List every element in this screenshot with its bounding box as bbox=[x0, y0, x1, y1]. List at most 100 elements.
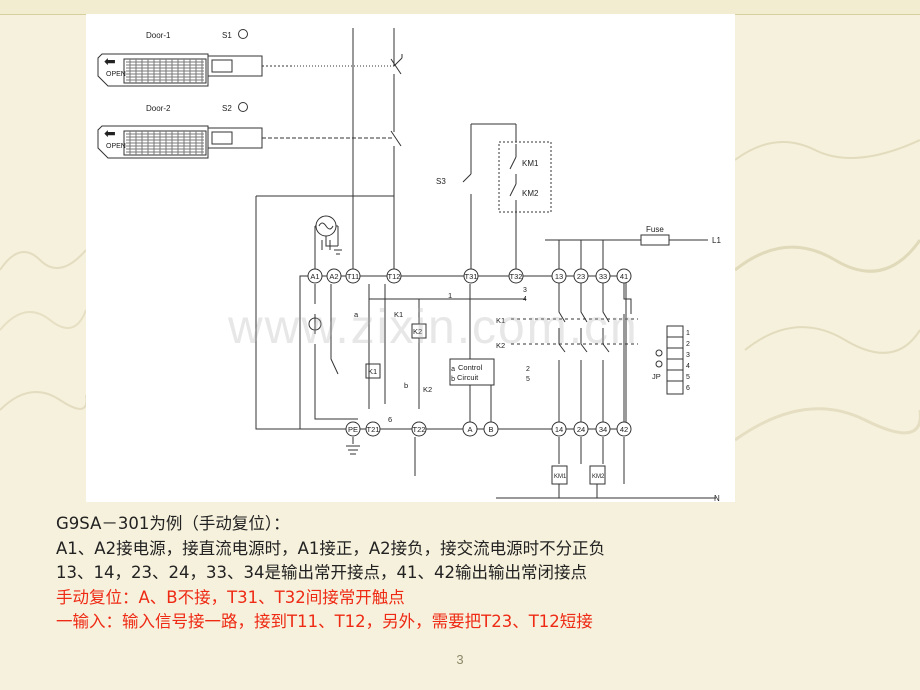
terminal-t12-label: T12 bbox=[388, 272, 401, 281]
terminal-t32 bbox=[508, 268, 524, 284]
terminal-13-label: 13 bbox=[555, 272, 563, 281]
jp-pin-1: 1 bbox=[686, 330, 690, 337]
lamp-icon bbox=[308, 317, 322, 331]
terminal-a-label: A bbox=[467, 425, 472, 434]
terminal-b bbox=[483, 421, 499, 437]
jp-pin-5: 5 bbox=[686, 374, 690, 381]
caption-line-5: 一输入：输入信号接一路，接到T11、T12，另外，需要把T23、T12短接 bbox=[56, 612, 593, 631]
terminal-24 bbox=[573, 421, 589, 437]
k1-relay-coil bbox=[365, 363, 381, 379]
terminal-t22-label: T22 bbox=[413, 425, 426, 434]
jp-pin-6: 6 bbox=[686, 385, 690, 392]
wiring-diagram-svg: Door-1 S1 OPEN Door-2 S2 OPEN ⬅ ⬅ S3 KM1… bbox=[97, 28, 721, 502]
fuse bbox=[640, 234, 670, 246]
terminal-t21 bbox=[365, 421, 381, 437]
door-1-open-label: OPEN bbox=[106, 71, 126, 78]
out-3-label: 3 bbox=[523, 287, 527, 294]
terminal-t31 bbox=[463, 268, 479, 284]
terminal-34 bbox=[595, 421, 611, 437]
terminal-14 bbox=[551, 421, 567, 437]
control-circuit-box bbox=[449, 358, 495, 386]
control-label: Control bbox=[458, 363, 483, 372]
output-k1-label: K1 bbox=[496, 316, 505, 325]
internal-1-label: 1 bbox=[448, 291, 452, 300]
internal-6-label: 6 bbox=[388, 415, 392, 424]
s1-circle-icon bbox=[238, 29, 248, 39]
door-2-arrow-icon: ⬅ bbox=[104, 125, 116, 141]
terminal-33-label: 33 bbox=[599, 272, 607, 281]
out-4-label: 4 bbox=[523, 296, 527, 303]
caption-line-3: 13、14，23、24，33、34是输出常开接点，41、42输出输出常闭接点 bbox=[56, 563, 587, 582]
terminal-t21-label: T21 bbox=[367, 425, 380, 434]
output-k2-label: K2 bbox=[496, 341, 505, 350]
door-1-key-switch bbox=[207, 55, 263, 77]
terminal-t11-label: T11 bbox=[347, 272, 359, 281]
km2-coil-label: KM2 bbox=[592, 474, 605, 480]
km1-coil-label: KM1 bbox=[554, 474, 567, 480]
s3-label: S3 bbox=[436, 177, 446, 186]
caption-line-2: A1、A2接电源，接直流电源时，A1接正，A2接负，接交流电源时不分正负 bbox=[56, 538, 606, 558]
s2-circle-icon bbox=[238, 102, 248, 112]
internal-k2-label: K2 bbox=[423, 385, 432, 394]
control-a-label: a bbox=[451, 366, 455, 373]
relay-k1-label: K1 bbox=[368, 367, 377, 376]
control-b-label: b bbox=[451, 376, 455, 383]
terminal-a2-label: A2 bbox=[329, 272, 338, 281]
jp-pin-3: 3 bbox=[686, 352, 690, 359]
out-2-label: 2 bbox=[526, 366, 530, 373]
terminal-23 bbox=[573, 268, 589, 284]
km2-label: KM2 bbox=[522, 189, 539, 198]
terminal-pe bbox=[345, 421, 361, 437]
circuit-label: Circuit bbox=[457, 373, 479, 382]
terminal-t12 bbox=[386, 268, 402, 284]
terminal-a bbox=[462, 421, 478, 437]
s2-label: S2 bbox=[222, 104, 232, 113]
terminal-41-label: 41 bbox=[620, 272, 628, 281]
door-2-label: Door-2 bbox=[146, 104, 171, 113]
internal-k1-label: K1 bbox=[394, 310, 403, 319]
jp-pin-2: 2 bbox=[686, 341, 690, 348]
terminal-a2 bbox=[326, 268, 342, 284]
fuse-label: Fuse bbox=[646, 225, 664, 234]
l1-label: L1 bbox=[712, 236, 721, 245]
terminal-14-label: 14 bbox=[555, 425, 563, 434]
door-2-open-label: OPEN bbox=[106, 143, 126, 150]
landscape-decoration-left bbox=[0, 249, 86, 411]
page-number: 3 bbox=[456, 652, 464, 667]
km-contact-box bbox=[498, 141, 552, 213]
out-5-label: 5 bbox=[526, 376, 530, 383]
relay-k2-label: K2 bbox=[413, 327, 422, 336]
terminal-34-label: 34 bbox=[599, 425, 607, 434]
terminal-23-label: 23 bbox=[577, 272, 585, 281]
caption-line-1: G9SA－301为例（手动复位）： bbox=[56, 514, 290, 533]
terminal-13 bbox=[551, 268, 567, 284]
internal-b-label: b bbox=[404, 381, 408, 390]
terminal-t32-label: T32 bbox=[510, 272, 523, 281]
wiring-diagram: Door-1 S1 OPEN Door-2 S2 OPEN ⬅ ⬅ S3 KM1… bbox=[86, 14, 735, 502]
terminal-t22 bbox=[411, 421, 427, 437]
terminal-t11 bbox=[345, 268, 361, 284]
watermark: www.zixin.com.cn bbox=[228, 301, 639, 354]
terminal-24-label: 24 bbox=[577, 425, 585, 434]
top-band bbox=[0, 0, 920, 14]
caption-block: G9SA－301为例（手动复位）： A1、A2接电源，接直流电源时，A1接正，A… bbox=[56, 512, 756, 635]
jp-pin-4: 4 bbox=[686, 363, 690, 370]
s1-label: S1 bbox=[222, 31, 232, 40]
terminal-a1-label: A1 bbox=[310, 272, 319, 281]
terminal-41 bbox=[616, 268, 632, 284]
terminal-a1 bbox=[307, 268, 323, 284]
terminal-t31-label: T31 bbox=[465, 272, 478, 281]
door-1-arrow-icon: ⬅ bbox=[104, 53, 116, 69]
n-label: N bbox=[714, 494, 720, 502]
internal-a-label: a bbox=[354, 310, 359, 319]
jp-label: JP bbox=[652, 372, 661, 381]
km1-label: KM1 bbox=[522, 159, 539, 168]
jp-connector bbox=[666, 325, 684, 395]
terminal-42-label: 42 bbox=[620, 425, 628, 434]
terminal-33 bbox=[595, 268, 611, 284]
caption-line-4: 手动复位：A、B不接，T31、T32间接常开触点 bbox=[56, 587, 405, 607]
terminal-pe-label: PE bbox=[348, 425, 358, 434]
door-2-key-switch bbox=[207, 127, 263, 149]
terminal-b-label: B bbox=[488, 425, 493, 434]
landscape-decoration-right bbox=[735, 139, 920, 442]
